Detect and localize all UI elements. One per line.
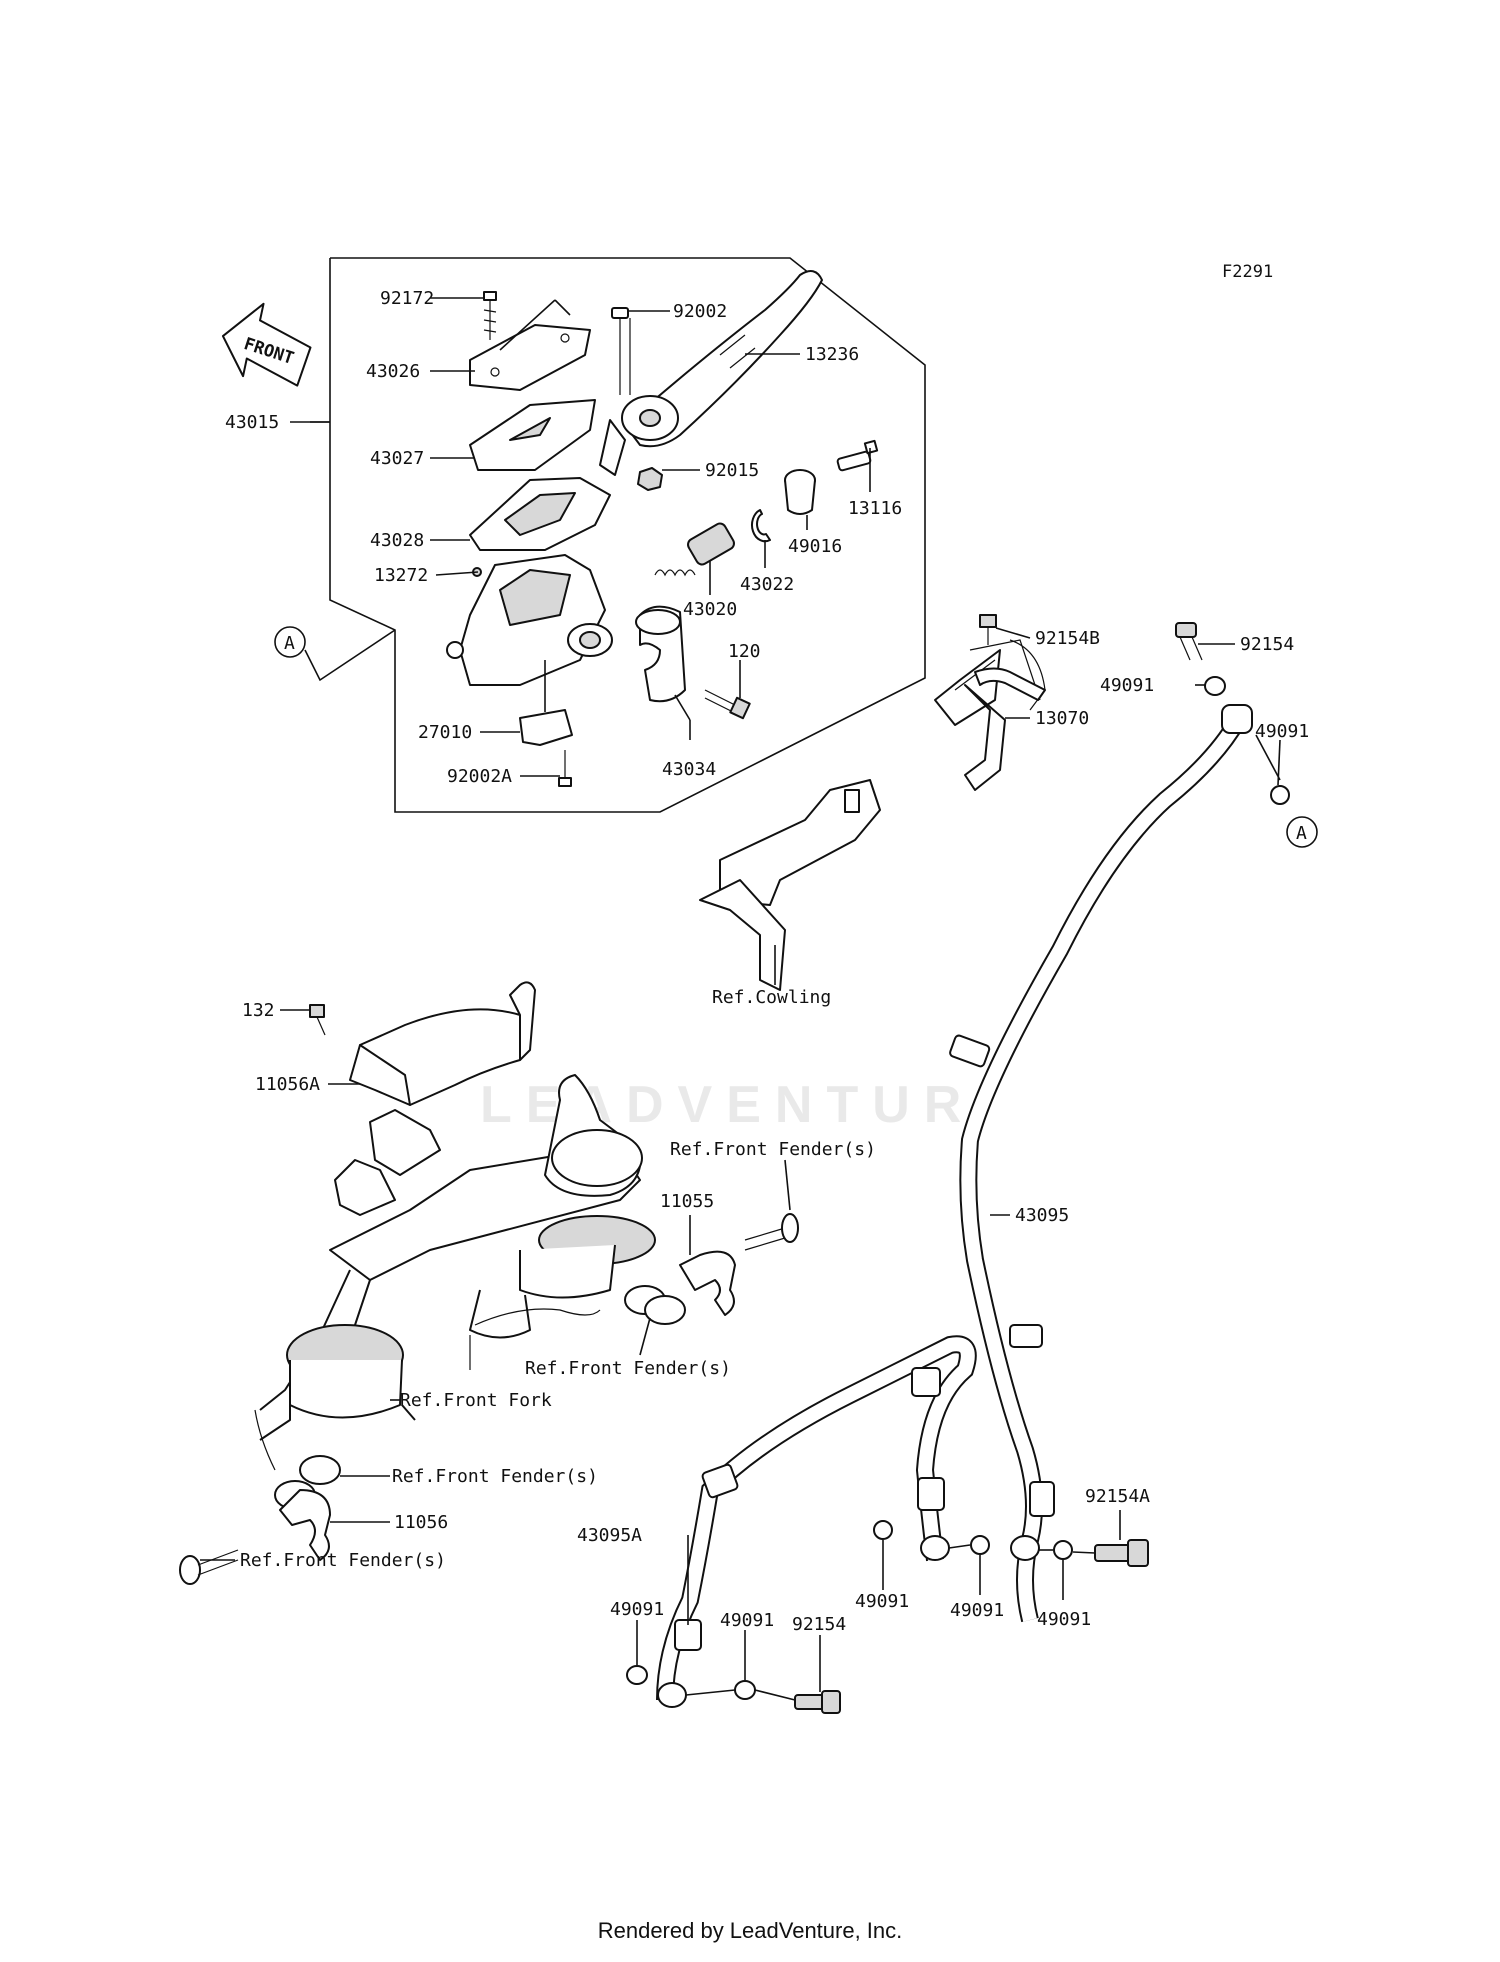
bracket-13070 <box>699 639 1046 991</box>
label-43015: 43015 <box>225 412 279 433</box>
label-92154B: 92154B <box>1035 628 1100 649</box>
label-11056A: 11056A <box>255 1074 320 1095</box>
label-13116: 13116 <box>848 498 902 519</box>
washer-49091-b <box>1270 785 1290 805</box>
label-49091-f: 49091 <box>610 1599 664 1620</box>
boot-49016 <box>784 469 816 515</box>
label-49091-b: 49091 <box>1255 721 1309 742</box>
figure-id: F2291 <box>1222 262 1274 282</box>
piston-assembly <box>654 522 735 577</box>
label-43026: 43026 <box>366 361 420 382</box>
label-43022: 43022 <box>740 574 794 595</box>
washer-49091-d <box>970 1535 990 1555</box>
brake-switch <box>519 709 573 746</box>
screw-92002A <box>558 750 572 787</box>
washer-49091-f <box>626 1665 648 1685</box>
banjo-bolt-top <box>1175 622 1203 661</box>
master-cylinder-body <box>446 554 613 686</box>
label-ref-front-fork: Ref.Front Fork <box>400 1390 552 1411</box>
stay-13070 <box>964 667 1046 791</box>
footer-credit: Rendered by LeadVenture, Inc. <box>597 1918 903 1943</box>
nut-92015 <box>637 467 663 491</box>
label-43095A: 43095A <box>577 1525 642 1546</box>
screw-92172 <box>483 291 497 340</box>
bolt-92154B <box>979 614 997 645</box>
group-outline <box>329 257 926 813</box>
label-ref-front-fender-4: Ref.Front Fender(s) <box>240 1550 446 1571</box>
label-43095: 43095 <box>1015 1205 1069 1226</box>
label-43020: 43020 <box>683 599 737 620</box>
washer-49091-g <box>734 1680 756 1700</box>
label-49016: 49016 <box>788 536 842 557</box>
label-49091-e: 49091 <box>1037 1609 1091 1630</box>
bracket-11056 <box>279 1489 331 1561</box>
label-43027: 43027 <box>370 448 424 469</box>
label-92002A: 92002A <box>447 766 512 787</box>
washer-49091-a <box>1204 676 1226 696</box>
banjo-bolt-92154A <box>1094 1539 1149 1567</box>
label-11056: 11056 <box>394 1512 448 1533</box>
hose-43095A <box>656 1335 977 1701</box>
label-92172: 92172 <box>380 288 434 309</box>
bolt-120 <box>704 689 751 720</box>
fender-bolt-lower <box>179 1549 239 1585</box>
bracket-11055 <box>679 1250 736 1316</box>
label-11055: 11055 <box>660 1191 714 1212</box>
label-ref-front-fender-2: Ref.Front Fender(s) <box>525 1358 731 1379</box>
label-120: 120 <box>728 641 761 662</box>
bolt-132 <box>309 1004 326 1036</box>
hose-43095 <box>949 704 1253 1623</box>
pin-92002 <box>611 307 631 395</box>
label-13236: 13236 <box>805 344 859 365</box>
steering-assembly <box>254 1074 656 1471</box>
reservoir-cap <box>469 324 591 391</box>
label-13070: 13070 <box>1035 708 1089 729</box>
ref-marker-left: A <box>284 633 295 654</box>
collar-upper <box>624 1285 686 1325</box>
label-49091-a: 49091 <box>1100 675 1154 696</box>
label-ref-cowling: Ref.Cowling <box>712 987 831 1008</box>
circlip <box>751 509 771 543</box>
ref-marker-right: A <box>1296 823 1307 844</box>
clamp-43034 <box>635 605 686 703</box>
label-92002: 92002 <box>673 301 727 322</box>
label-49091-d: 49091 <box>950 1600 1004 1621</box>
label-13272: 13272 <box>374 565 428 586</box>
front-arrow-icon: FRONT <box>221 302 312 387</box>
brake-lever <box>599 270 823 476</box>
label-92015: 92015 <box>705 460 759 481</box>
label-132: 132 <box>242 1000 275 1021</box>
label-ref-front-fender-3: Ref.Front Fender(s) <box>392 1466 598 1487</box>
label-92154-top: 92154 <box>1240 634 1294 655</box>
label-92154A: 92154A <box>1085 1486 1150 1507</box>
label-27010: 27010 <box>418 722 472 743</box>
washer-49091-e <box>1053 1540 1073 1560</box>
fender-bolt-upper <box>744 1213 799 1251</box>
pivot-13116 <box>836 439 879 472</box>
label-49091-c: 49091 <box>855 1591 909 1612</box>
banjo-bolt-bottom <box>794 1690 841 1714</box>
label-ref-front-fender-1: Ref.Front Fender(s) <box>670 1139 876 1160</box>
label-92154-bottom: 92154 <box>792 1614 846 1635</box>
cover-11056A <box>349 981 536 1106</box>
label-43034: 43034 <box>662 759 716 780</box>
washer-49091-c <box>873 1520 893 1540</box>
label-43028: 43028 <box>370 530 424 551</box>
label-49091-g: 49091 <box>720 1610 774 1631</box>
